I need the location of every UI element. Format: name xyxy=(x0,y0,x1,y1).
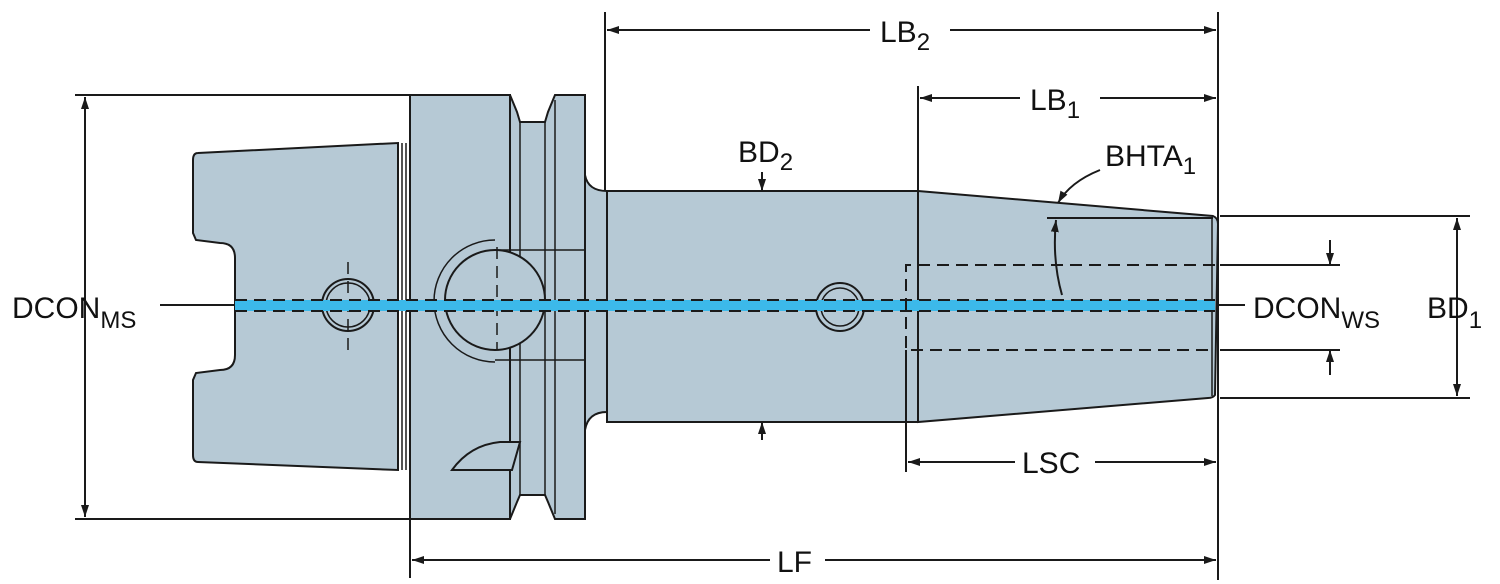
slot-feature xyxy=(450,441,522,471)
tool-body xyxy=(192,94,1220,520)
label-lsc: LSC xyxy=(1022,447,1080,480)
label-lb2: LB2 xyxy=(880,16,930,56)
label-lb1: LB1 xyxy=(1030,84,1080,124)
label-dcon-ms: DCONMS xyxy=(12,292,136,334)
label-lf: LF xyxy=(777,546,812,579)
dimensions xyxy=(75,12,1470,580)
bore-outline xyxy=(905,264,1215,351)
label-bhta1: BHTA1 xyxy=(1105,140,1196,180)
label-bd2: BD2 xyxy=(738,136,793,176)
label-dcon-ws: DCONWS xyxy=(1253,292,1380,334)
coolant-channel xyxy=(235,300,1215,311)
label-bd1: BD1 xyxy=(1427,292,1482,334)
